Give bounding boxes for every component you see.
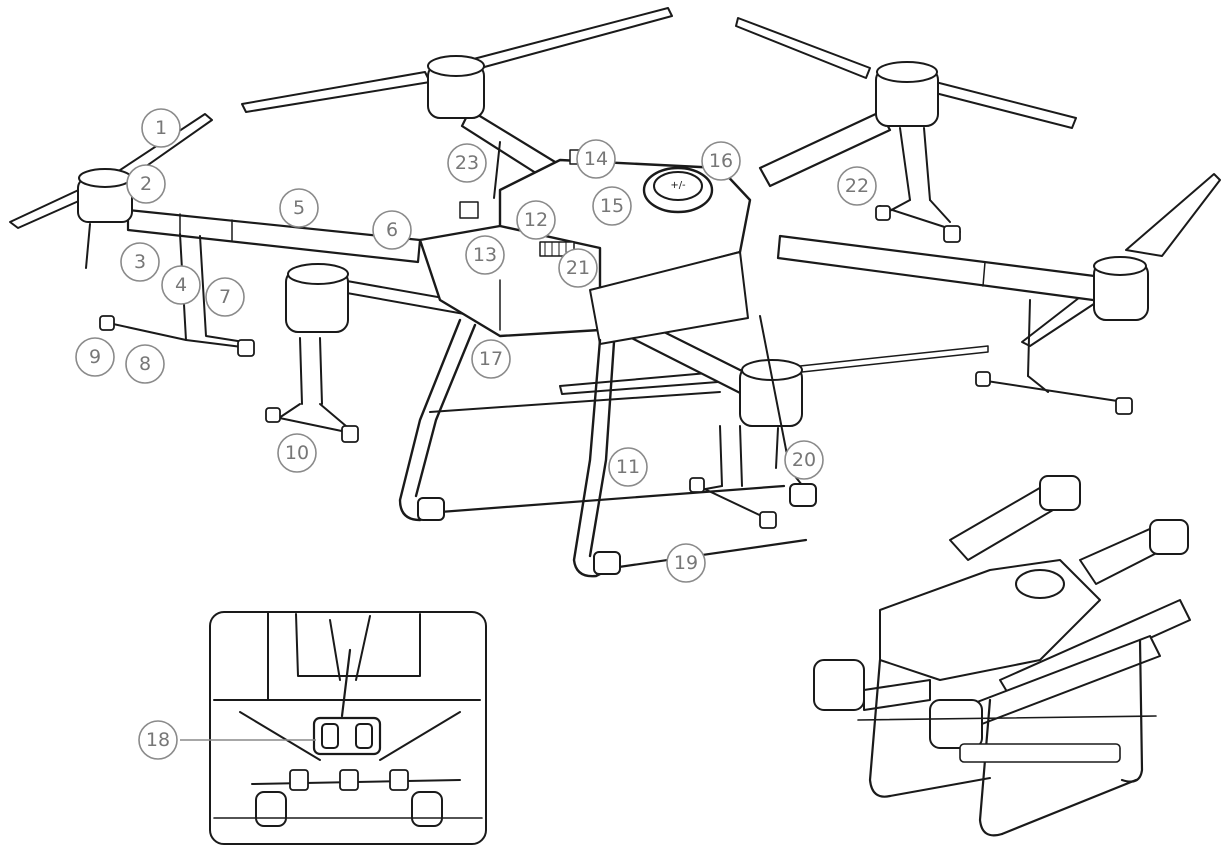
svg-text:19: 19 bbox=[674, 552, 698, 574]
svg-text:3: 3 bbox=[134, 251, 146, 273]
folded-drone-inset bbox=[813, 475, 1191, 837]
svg-text:15: 15 bbox=[600, 195, 624, 217]
callout-17: 17 bbox=[471, 339, 511, 379]
svg-text:14: 14 bbox=[584, 148, 608, 170]
svg-text:18: 18 bbox=[146, 729, 170, 751]
svg-text:1: 1 bbox=[155, 117, 167, 139]
svg-text:16: 16 bbox=[709, 150, 733, 172]
callout-15: 15 bbox=[592, 186, 632, 226]
callout-5: 5 bbox=[279, 188, 319, 228]
svg-text:12: 12 bbox=[524, 209, 548, 231]
svg-text:13: 13 bbox=[473, 244, 497, 266]
spray-booms bbox=[85, 127, 1133, 529]
svg-text:11: 11 bbox=[616, 456, 640, 478]
motors bbox=[77, 55, 1149, 427]
callout-10: 10 bbox=[277, 433, 317, 473]
callout-3: 3 bbox=[120, 242, 160, 282]
svg-text:+/-: +/- bbox=[670, 180, 686, 191]
callout-1: 1 bbox=[141, 108, 181, 148]
svg-text:5: 5 bbox=[293, 197, 305, 219]
svg-text:17: 17 bbox=[479, 348, 503, 370]
callout-20: 20 bbox=[784, 440, 824, 480]
svg-text:6: 6 bbox=[386, 219, 398, 241]
callout-14: 14 bbox=[576, 139, 616, 179]
svg-text:23: 23 bbox=[455, 152, 479, 174]
svg-text:10: 10 bbox=[285, 442, 309, 464]
callout-11: 11 bbox=[608, 447, 648, 487]
callout-23: 23 bbox=[447, 143, 487, 183]
callout-12: 12 bbox=[516, 200, 556, 240]
callout-21: 21 bbox=[558, 248, 598, 288]
svg-text:8: 8 bbox=[139, 353, 151, 375]
svg-text:4: 4 bbox=[175, 274, 187, 296]
callout-2: 2 bbox=[126, 164, 166, 204]
svg-text:21: 21 bbox=[566, 257, 590, 279]
callout-7: 7 bbox=[205, 277, 245, 317]
svg-text:9: 9 bbox=[89, 346, 101, 368]
svg-text:2: 2 bbox=[140, 173, 152, 195]
callout-9: 9 bbox=[75, 337, 115, 377]
svg-text:22: 22 bbox=[845, 175, 869, 197]
main-drone-view: +/- bbox=[9, 7, 1221, 578]
callout-labels: 1 2 3 4 5 6 7 8 9 10 11 12 13 14 15 16 1… bbox=[75, 108, 877, 760]
callout-16: 16 bbox=[701, 141, 741, 181]
callout-18: 18 bbox=[138, 720, 178, 760]
callout-6: 6 bbox=[372, 210, 412, 250]
callout-13: 13 bbox=[465, 235, 505, 275]
callout-22: 22 bbox=[837, 166, 877, 206]
callout-8: 8 bbox=[125, 344, 165, 384]
callout-19: 19 bbox=[666, 543, 706, 583]
svg-text:7: 7 bbox=[219, 286, 231, 308]
landing-gear bbox=[398, 315, 817, 578]
callout-4: 4 bbox=[161, 265, 201, 305]
svg-text:20: 20 bbox=[792, 449, 816, 471]
nozzle-detail-inset bbox=[180, 611, 487, 845]
